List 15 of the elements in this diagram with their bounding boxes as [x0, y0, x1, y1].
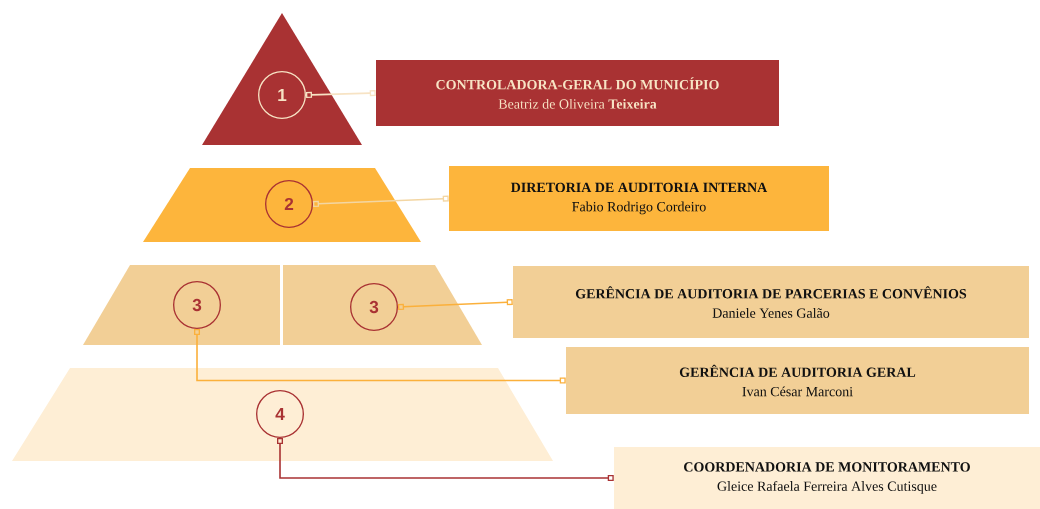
connector-line: [397, 299, 513, 310]
connector-line: [312, 195, 449, 207]
pyramid-tier: [12, 368, 553, 461]
pyramid-tier: [83, 265, 280, 345]
pyramid-tier: [283, 265, 482, 345]
title-box: CONTROLADORA-GERAL DO MUNICÍPIO Beatriz de Oliveira Teixeira: [376, 60, 779, 126]
title-box: DIRETORIA DE AUDITORIA INTERNA Fabio Rodrigo Cordeiro: [449, 166, 829, 231]
connector-line: [194, 329, 566, 384]
connector-line: [277, 438, 614, 481]
title-box: GERÊNCIA DE AUDITORIA DE PARCERIAS E CONVÊNIOS Daniele Yenes Galão: [513, 266, 1029, 338]
connector-line: [305, 90, 376, 98]
title-box: COORDENADORIA DE MONITORAMENTO Gleice Rafaela Ferreira Alves Cutisque: [614, 447, 1040, 509]
title-box: GERÊNCIA DE AUDITORIA GERAL Ivan César Marconi: [566, 347, 1029, 414]
pyramid-tier: [143, 168, 421, 242]
pyramid-tier: [202, 13, 362, 145]
